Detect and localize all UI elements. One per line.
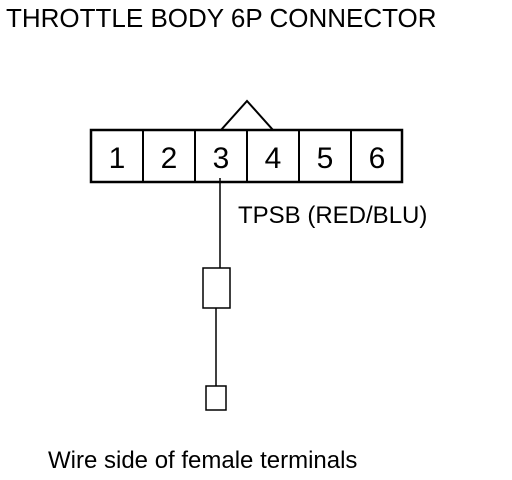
pin-cell-4: 4 — [265, 130, 300, 182]
diagram-title: THROTTLE BODY 6P CONNECTOR — [6, 3, 437, 33]
pin-number: 2 — [161, 142, 178, 175]
pin-number: 6 — [369, 142, 386, 175]
pin-number: 4 — [265, 142, 282, 175]
pin-cell-5: 5 — [317, 130, 352, 182]
terminal-tip — [205, 385, 227, 411]
diagram-caption: Wire side of female terminals — [48, 447, 357, 474]
pin-cell-6: 6 — [369, 142, 386, 175]
connector-pins: 1 2 3 4 5 6 — [109, 130, 386, 182]
pin-number: 5 — [317, 142, 334, 175]
pin-number: 1 — [109, 142, 126, 175]
pin-cell-2: 2 — [161, 130, 196, 182]
female-terminal — [202, 267, 231, 309]
connector-lock-tab — [220, 99, 274, 131]
pin-cell-1: 1 — [109, 130, 144, 182]
pin-number: 3 — [213, 142, 230, 175]
pin-cell-3: 3 — [213, 130, 248, 182]
wire-label: TPSB (RED/BLU) — [238, 202, 427, 229]
